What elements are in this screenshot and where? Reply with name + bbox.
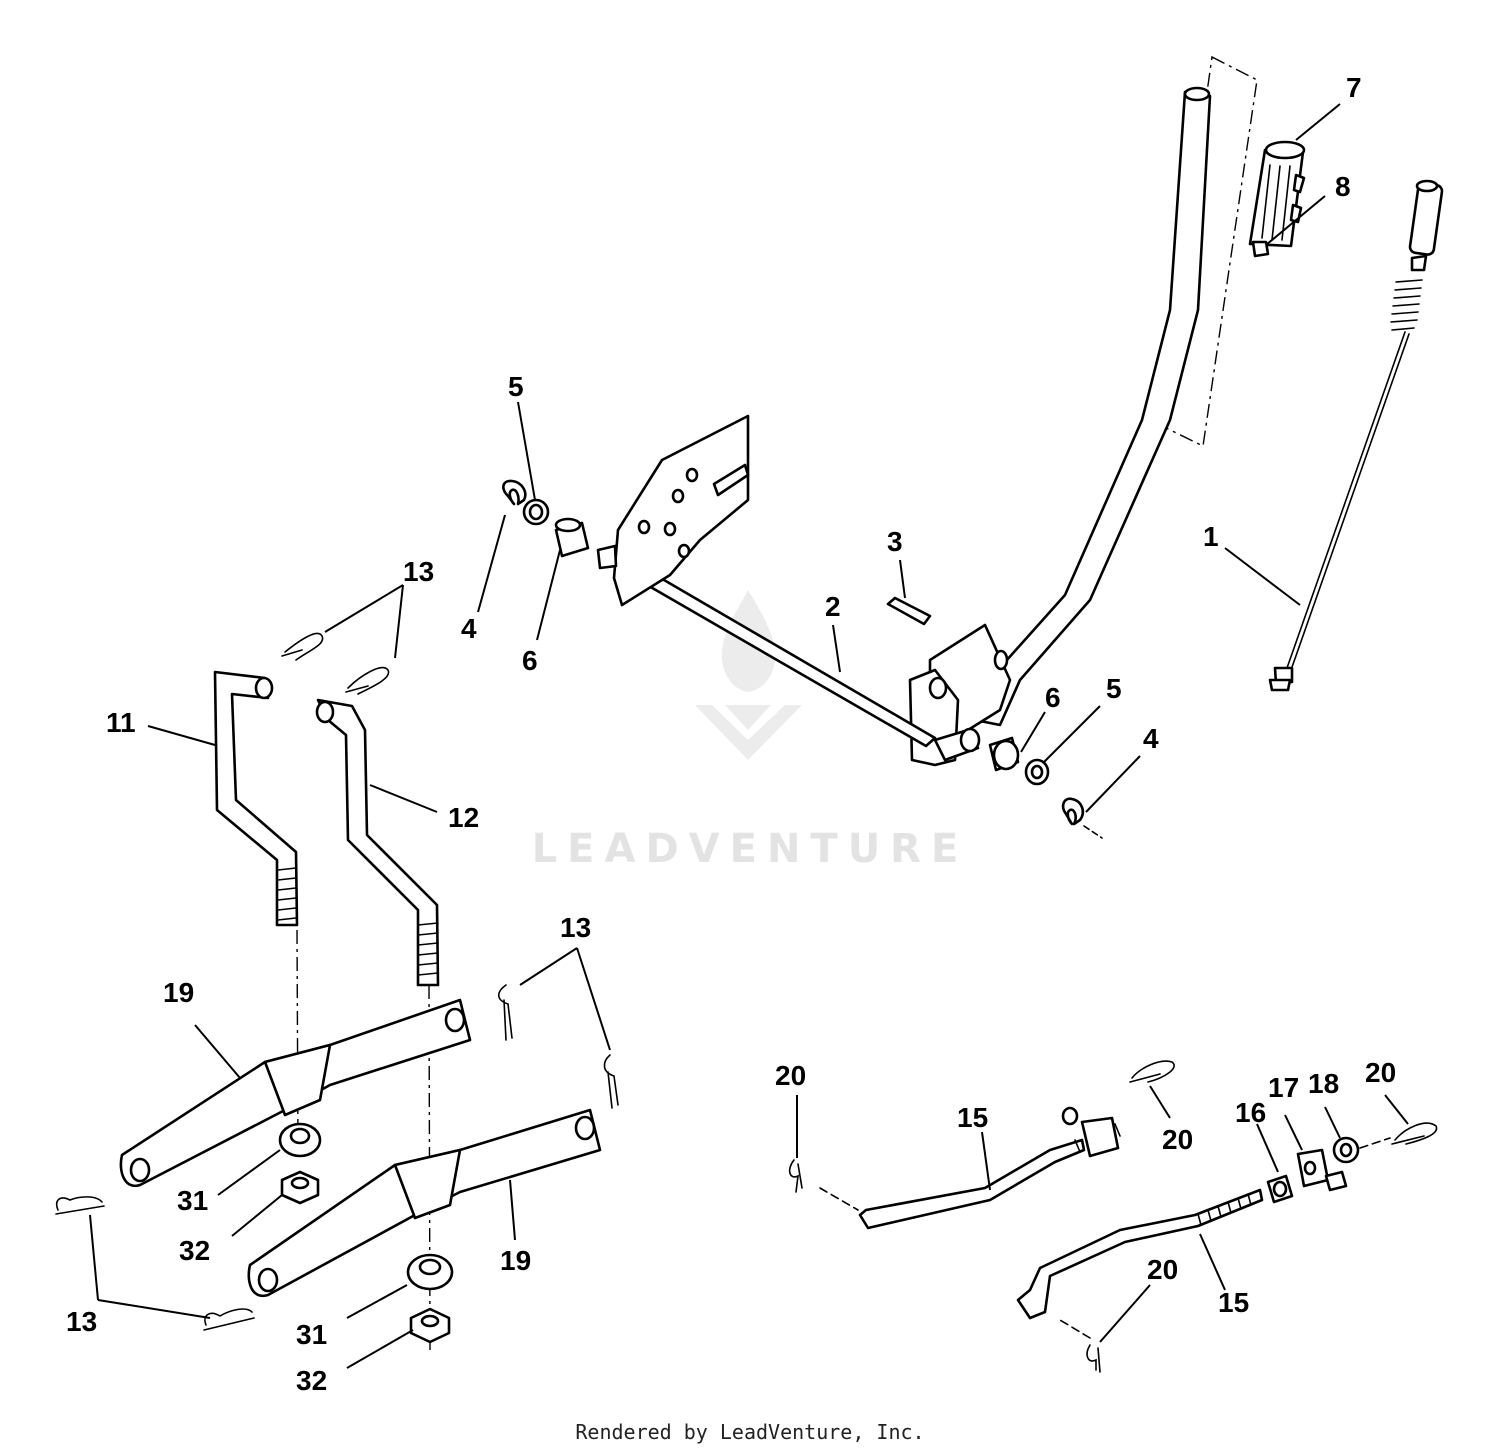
callout-5: 5 [508, 371, 524, 402]
part-1-cable [1268, 179, 1444, 692]
callout-31: 31 [296, 1319, 327, 1350]
handle-outline [1159, 55, 1258, 448]
parts-16-17-18 [1266, 1136, 1391, 1204]
callout-18: 18 [1308, 1068, 1339, 1099]
callout-3: 3 [887, 526, 903, 557]
parts-4-5-6-left [502, 479, 590, 558]
callout-19: 19 [500, 1245, 531, 1276]
callout-32: 32 [179, 1235, 210, 1266]
callout-8: 8 [1335, 171, 1351, 202]
part-8-nut [1251, 240, 1270, 258]
callout-31: 31 [177, 1185, 208, 1216]
callout-labels: 7 8 5 1 3 13 4 6 2 6 5 4 11 12 13 19 31 … [66, 72, 1396, 1396]
callout-6: 6 [1045, 682, 1061, 713]
parts-31-32-upper [278, 1122, 322, 1205]
callout-7: 7 [1346, 72, 1362, 103]
callout-32: 32 [296, 1365, 327, 1396]
callout-5: 5 [1106, 673, 1122, 704]
callout-6: 6 [522, 645, 538, 676]
callout-1: 1 [1203, 521, 1219, 552]
parts-4-5-6-right [988, 736, 1103, 839]
part-13-clips [55, 632, 619, 1331]
lift-link-12-thread [417, 922, 439, 976]
part-11-lift-link [213, 670, 299, 1151]
callout-19: 19 [163, 977, 194, 1008]
footer-credit: Rendered by LeadVenture, Inc. [575, 1420, 925, 1444]
callout-4: 4 [1143, 723, 1159, 754]
callout-11: 11 [106, 707, 136, 738]
callout-13: 13 [66, 1306, 97, 1337]
diagram-canvas: LEADVENTURE [55, 55, 1444, 1396]
callout-20: 20 [1147, 1254, 1178, 1285]
rod-15-lower-thread [1197, 1193, 1252, 1226]
part-19-lift-bar-upper [119, 998, 472, 1188]
callout-16: 16 [1235, 1097, 1266, 1128]
leader-lines [89, 103, 1409, 1369]
part-15-rod-lower [1016, 1188, 1264, 1320]
watermark: LEADVENTURE [532, 590, 969, 872]
part-15-rod-upper [819, 1106, 1121, 1230]
part-19-lift-bar-lower [247, 1108, 602, 1298]
part-7-grip [1248, 140, 1306, 248]
watermark-text: LEADVENTURE [532, 826, 969, 872]
callout-20: 20 [1162, 1124, 1193, 1155]
callout-2: 2 [825, 591, 841, 622]
callout-12: 12 [448, 802, 479, 833]
callout-20: 20 [775, 1060, 806, 1091]
callout-13: 13 [403, 556, 434, 587]
mount-plate-holes [637, 463, 750, 559]
callout-15: 15 [1218, 1287, 1249, 1318]
callout-20: 20 [1365, 1057, 1396, 1088]
cable-spring [1390, 279, 1423, 331]
part-20-cotter-pins [788, 1060, 1438, 1373]
callout-4: 4 [461, 613, 477, 644]
callout-13: 13 [560, 912, 591, 943]
part-3-pin [886, 596, 932, 626]
lift-link-11-thread [277, 867, 297, 921]
callout-15: 15 [957, 1102, 988, 1133]
callout-17: 17 [1268, 1072, 1299, 1103]
parts-31-32-lower [406, 1253, 454, 1344]
part-2-lift-shaft [596, 55, 1258, 767]
